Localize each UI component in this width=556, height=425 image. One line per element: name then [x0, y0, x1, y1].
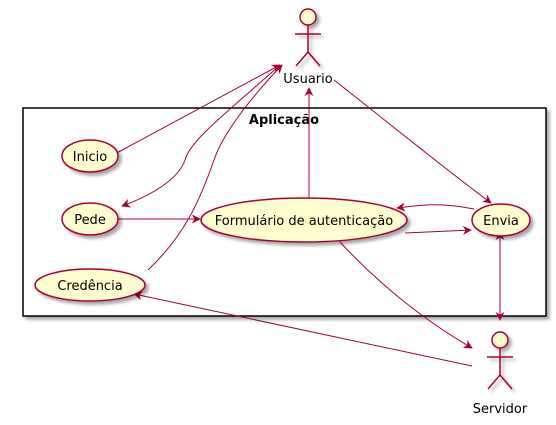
usecase-envia-label: Envia: [483, 214, 519, 229]
usecase-inicio-label: Inicio: [73, 150, 107, 165]
usecase-formulario-label: Formulário de autenticação: [215, 214, 393, 229]
usecase-credencia-label: Credência: [57, 279, 122, 294]
edge-envia-formulario: [396, 202, 475, 212]
edge-usuario-envia: [333, 79, 492, 204]
usecase-credencia[interactable]: Credência: [34, 268, 146, 302]
edge-inicio-usuario: [112, 64, 281, 156]
usecase-formulario[interactable]: Formulário de autenticação: [200, 197, 408, 243]
actor-usuario-label: Usuario: [283, 72, 332, 87]
person-icon: [487, 331, 513, 390]
edge-formulario-envia: [404, 225, 472, 235]
edge-usuario-pede: [121, 64, 281, 208]
usecase-envia[interactable]: Envia: [471, 203, 531, 237]
connectors: [112, 64, 505, 367]
edge-servidor-credencia: [133, 291, 473, 367]
actor-servidor-label: Servidor: [473, 402, 528, 417]
usecase-pede-label: Pede: [74, 213, 106, 228]
person-icon: [295, 8, 321, 67]
actor-usuario[interactable]: Usuario: [283, 8, 333, 87]
edge-formulario-servidor: [339, 241, 473, 349]
usecase-pede[interactable]: Pede: [61, 202, 119, 236]
usecase-inicio[interactable]: Inicio: [61, 139, 119, 173]
edge-credencia-usuario: [147, 64, 283, 271]
actor-servidor[interactable]: Servidor: [473, 331, 528, 417]
system-title: Aplicação: [249, 113, 319, 128]
